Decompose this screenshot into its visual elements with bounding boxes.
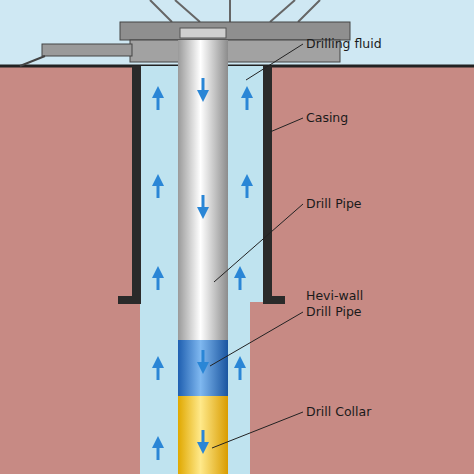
sky: [0, 0, 474, 66]
collar-label: Drill Collar: [306, 404, 371, 420]
pipe-label: Drill Pipe: [306, 196, 362, 212]
hevi-wall-label: Hevi-wall Drill Pipe: [306, 288, 392, 320]
drill-collar: [178, 396, 228, 474]
leader-lines: [210, 44, 303, 448]
ground: [0, 66, 474, 474]
drill-pipe: [178, 40, 228, 340]
casing-label: Casing: [306, 110, 348, 126]
fluid-label: Drilling fluid: [306, 36, 382, 52]
flow-arrows: [158, 78, 247, 460]
hevi-wall-pipe: [178, 340, 228, 396]
